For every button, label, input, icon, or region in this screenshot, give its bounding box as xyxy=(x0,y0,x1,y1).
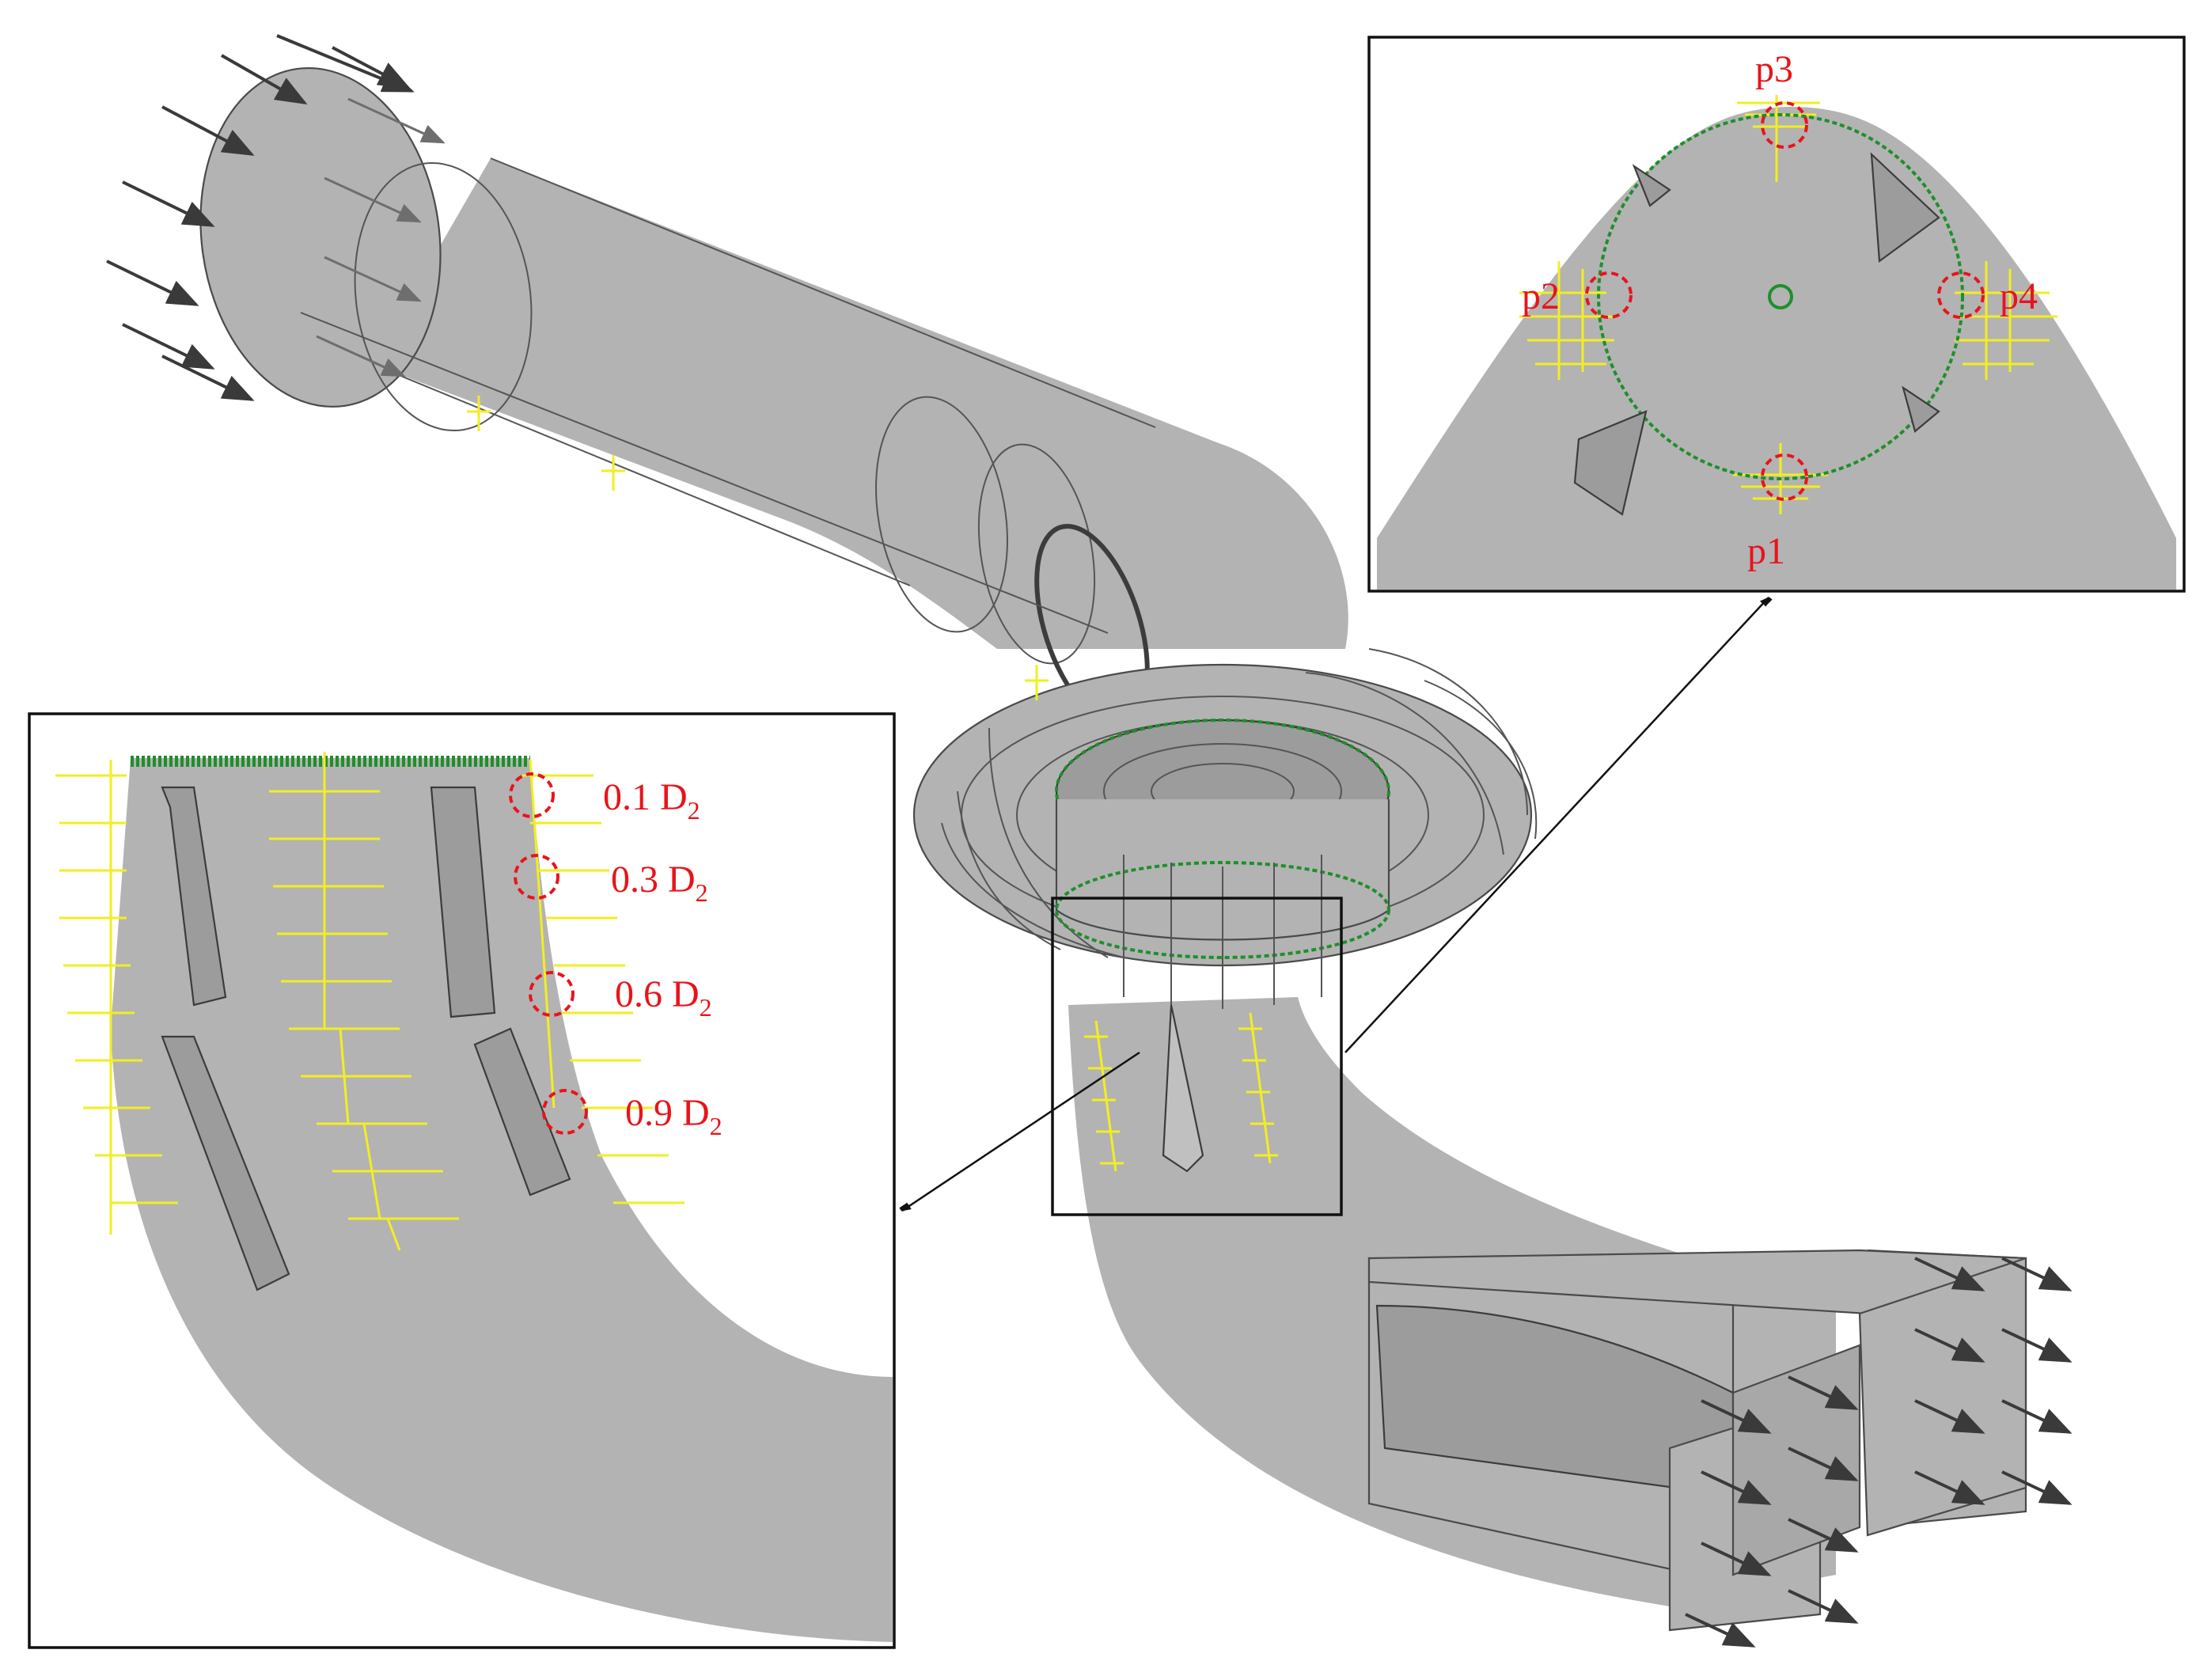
location-label-0-6: 0.6 D2 xyxy=(615,973,712,1022)
mesh-markers-main xyxy=(467,396,1278,1172)
probe-label-p2: p2 xyxy=(1522,275,1560,317)
location-label-0-3-sub: 2 xyxy=(696,878,708,907)
location-label-0-3-text: 0.3 D xyxy=(611,859,696,901)
location-label-0-3: 0.3 D2 xyxy=(611,859,708,907)
location-label-0-9: 0.9 D2 xyxy=(625,1092,722,1140)
zoom-region-box xyxy=(1051,897,1343,1216)
inlet-pipe xyxy=(199,66,1348,727)
spiral-casing xyxy=(912,648,1538,1173)
outlet-ducts xyxy=(1367,1249,2027,1632)
probe-label-p3: p3 xyxy=(1755,48,1793,90)
location-label-0-1-text: 0.1 D xyxy=(603,776,688,818)
location-label-0-9-sub: 2 xyxy=(710,1112,722,1140)
outlet-flow-arrows xyxy=(1685,1257,2073,1648)
location-label-0-6-text: 0.6 D xyxy=(615,973,700,1015)
probe-label-p4: p4 xyxy=(2000,275,2038,317)
main-model xyxy=(106,34,2073,1648)
location-label-0-1-sub: 2 xyxy=(688,796,700,825)
top-inset-cross-section: p3 p2 p4 p1 xyxy=(1367,36,2186,593)
inlet-flow-arrows xyxy=(106,34,446,401)
left-inset-mesh xyxy=(55,752,685,1251)
left-inset-draft-tube-detail: 0.1 D2 0.3 D2 0.6 D2 0.9 D2 xyxy=(28,712,896,1649)
probe-label-p1: p1 xyxy=(1747,530,1785,572)
location-label-0-1: 0.1 D2 xyxy=(603,776,700,825)
location-label-0-9-text: 0.9 D xyxy=(625,1092,710,1134)
location-label-0-6-sub: 2 xyxy=(700,993,712,1022)
callout-arrows xyxy=(902,597,1769,1211)
